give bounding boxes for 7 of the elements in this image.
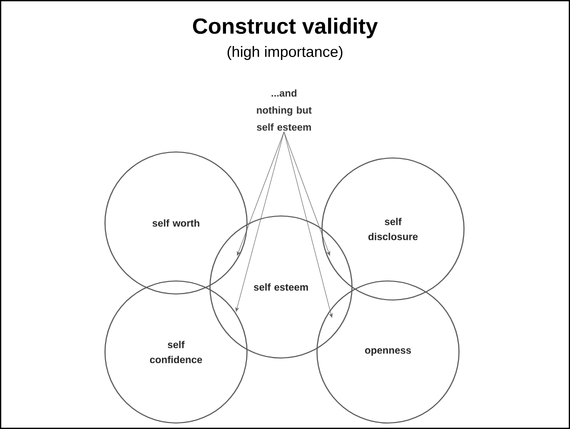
arrow: [236, 132, 284, 256]
arrow: [235, 132, 284, 312]
title: Construct validity: [193, 18, 378, 38]
subtitle: (high importance): [228, 46, 342, 60]
annotation-text: ...and nothing but self esteem: [256, 89, 312, 131]
arrow: [284, 132, 330, 256]
arrow: [284, 132, 333, 318]
